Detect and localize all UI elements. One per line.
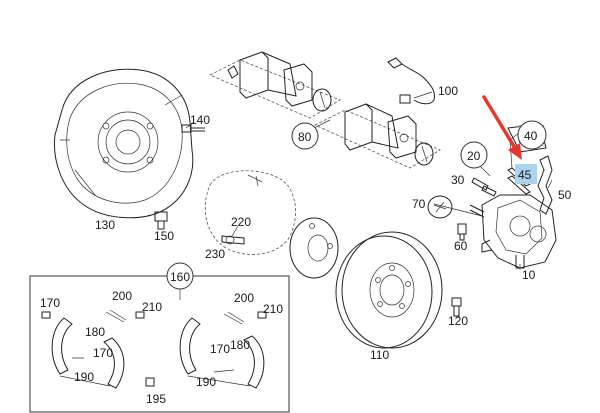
label-180-b: 180 [230,338,250,352]
label-150: 150 [154,229,174,243]
brake-pad-set-upper [209,51,341,119]
dust-shield-130 [53,68,194,219]
label-30: 30 [451,173,465,187]
label-195: 195 [146,392,166,406]
hub-disc-small [289,217,339,279]
label-200-b: 200 [234,291,254,305]
cap-70 [427,195,453,219]
brake-pad-set-lower [314,103,441,169]
label-140: 140 [190,113,210,127]
adjuster-220 [221,235,245,245]
parking-brake-kit-160 [29,275,290,413]
label-190-a: 190 [74,370,94,384]
bleed-screw-60 [457,223,467,241]
red-pointer-arrow [482,95,522,160]
label-170-a: 170 [40,296,60,310]
label-120: 120 [448,314,468,328]
label-60: 60 [454,239,468,253]
brake-disc-110 [335,231,443,349]
bolt-30 [471,177,497,197]
circle-80 [291,122,319,150]
label-40: 40 [524,129,538,143]
bolt-150 [154,211,168,230]
wear-sensor-100 [387,57,435,105]
caliper-10 [469,194,557,269]
bracket-50 [537,155,553,215]
label-230: 230 [205,247,225,261]
label-190-b: 190 [196,375,216,389]
label-80: 80 [298,130,312,144]
label-130: 130 [95,218,115,232]
bolt-120 [451,297,462,317]
bolt-140 [181,124,205,133]
label-110: 110 [370,348,389,362]
circle-40 [517,120,547,150]
label-20: 20 [467,149,481,163]
label-220: 220 [231,215,251,229]
label-200-a: 200 [112,289,132,303]
label-180-a: 180 [85,325,105,339]
label-210-a: 210 [142,300,162,314]
label-50: 50 [558,188,572,202]
label-100: 100 [438,84,458,98]
circle-20 [460,141,488,169]
label-70: 70 [412,197,426,211]
circle-160 [166,262,194,290]
parking-brake-shoes-outline [204,170,296,255]
label-10: 10 [522,268,536,282]
label-160: 160 [170,270,190,284]
label-45: 45 [518,168,532,182]
label-170-c: 170 [210,342,230,356]
label-210-b: 210 [263,302,283,316]
label-170-b: 170 [93,346,113,360]
leader-lines [179,91,553,300]
highlight-45 [515,164,537,184]
